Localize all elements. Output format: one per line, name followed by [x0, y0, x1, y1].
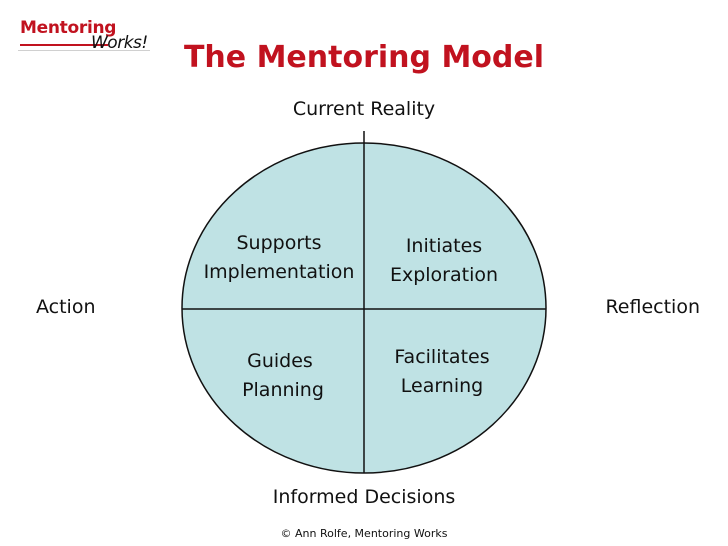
mentoring-works-logo: Mentoring Works! [18, 14, 152, 54]
logo-rule [18, 50, 150, 51]
axis-label-bottom: Informed Decisions [272, 486, 456, 508]
quadrant-bottom-left-line2: Planning [242, 379, 324, 401]
axis-label-right: Reflection [605, 296, 700, 318]
axis-label-top: Current Reality [292, 98, 436, 120]
logo-word-mentoring: Mentoring [20, 18, 117, 38]
logo-word-works: Works! [91, 33, 148, 53]
quadrant-top-right-line1: Initiates [406, 235, 482, 257]
quadrant-bottom-right-line1: Facilitates [394, 346, 489, 368]
quadrant-bottom-left-line1: Guides [247, 350, 313, 372]
quadrant-top-right-line2: Exploration [390, 264, 498, 286]
quadrant-bottom-right-line2: Learning [401, 375, 484, 397]
quadrant-top-left-line2: Implementation [204, 261, 355, 283]
quadrant-top-left-line1: Supports [236, 232, 321, 254]
copyright-footer: © Ann Rolfe, Mentoring Works [280, 527, 448, 540]
axis-label-left: Action [36, 296, 96, 318]
logo-underline [20, 44, 108, 46]
page-title: The Mentoring Model [183, 40, 545, 75]
